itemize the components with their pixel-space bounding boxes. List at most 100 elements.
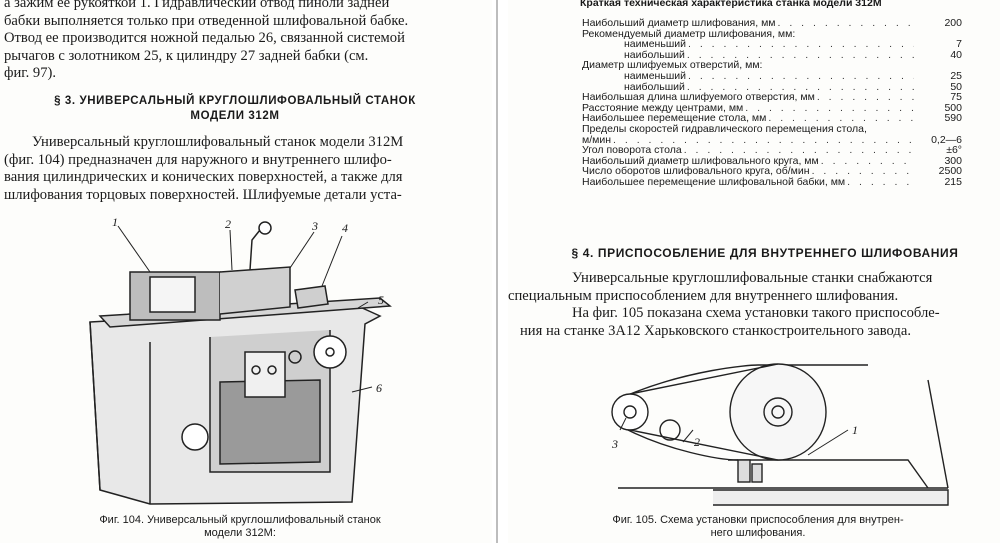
- leader-dots: . . . . . . . . . . . . . . . . . . . . …: [686, 49, 914, 61]
- intro-paragraph: а зажим ее рукояткой 1. Гидравлический о…: [4, 0, 464, 83]
- spec-row: наибольший. . . . . . . . . . . . . . . …: [582, 82, 972, 93]
- spec-label: Угол поворота стола: [582, 145, 682, 156]
- spec-row: м/мин. . . . . . . . . . . . . . . . . .…: [582, 135, 972, 146]
- spec-value: 7: [956, 39, 962, 50]
- spec-value: 300: [944, 155, 962, 167]
- spec-label: Расстояние между центрами, мм: [582, 102, 744, 114]
- body-paragraph-right: Универсальные круглошлифовальные станки …: [508, 270, 998, 340]
- spec-value: 200: [944, 18, 962, 29]
- attachment-scheme: 1 2 3: [611, 363, 949, 506]
- machine-illustration: 1 2 3 4 5 6: [89, 215, 392, 505]
- figure-caption: Фиг. 104. Универсальный круглошлифовальн…: [30, 514, 450, 540]
- spec-label: Наибольшее перемещение шлифовальной бабк…: [582, 176, 846, 188]
- spec-label: наибольший: [624, 81, 685, 93]
- spec-label: наименьший: [624, 39, 686, 50]
- spec-row: Пределы скоростей гидравлического переме…: [582, 124, 972, 135]
- spec-value: 500: [944, 102, 962, 114]
- body-line: ния на станке 3А12 Харьковского станкост…: [520, 322, 911, 339]
- spec-label: м/мин: [582, 134, 612, 146]
- leader-dots: . . . . . . . . . . . . . . . . . . . . …: [745, 102, 914, 114]
- figure-label: 6: [376, 381, 382, 395]
- figure-caption-105: Фиг. 105. Схема установки приспособления…: [538, 514, 978, 540]
- body-line: специальным приспособлением для внутренн…: [508, 287, 899, 304]
- body-line: Универсальный круглошлифовальный станок …: [32, 134, 404, 150]
- caption-line: Фиг. 105. Схема установки приспособления…: [612, 514, 904, 526]
- spec-row: наименьший. . . . . . . . . . . . . . . …: [582, 39, 972, 50]
- intro-line: рычагов с золотником 25, к цилиндру 27 з…: [4, 47, 369, 64]
- spec-row: Угол поворота стола. . . . . . . . . . .…: [582, 145, 972, 156]
- figure-label: 3: [611, 437, 618, 451]
- leader-dots: . . . . . . . . . . . . . . . . . . . . …: [768, 113, 914, 124]
- spec-row: Рекомендуемый диаметр шлифования, мм:. .…: [582, 29, 972, 40]
- spec-value: 40: [950, 49, 962, 61]
- figure-label: 5: [378, 293, 384, 307]
- spec-row: Число оборотов шлифовального круга, об/м…: [582, 166, 972, 177]
- leader-dots: . . . . . . . . . . . . . . . . . . . . …: [816, 92, 914, 103]
- spec-value: ±6°: [946, 145, 962, 156]
- spec-value: 590: [944, 113, 962, 124]
- spec-value: 215: [944, 176, 962, 188]
- spec-row: Диаметр шлифуемых отверстий, мм:. . . . …: [582, 60, 972, 71]
- spec-label: наибольший: [624, 49, 685, 61]
- leader-dots: . . . . . . . . . . . . . . . . . . . . …: [688, 70, 914, 82]
- spec-label: Наибольшая длина шлифуемого отверстия, м…: [582, 92, 815, 103]
- intro-line: фиг. 97).: [4, 65, 57, 82]
- body-line: (фиг. 104) предназначен для наружного и …: [4, 151, 392, 168]
- spec-value: [914, 29, 972, 40]
- figure-label: 1: [112, 215, 118, 229]
- right-page: Краткая техническая характеристика станк…: [508, 0, 1000, 543]
- body-paragraph: Универсальный круглошлифовальный станок …: [4, 134, 464, 204]
- spec-label: Число оборотов шлифовального круга, об/м…: [582, 166, 810, 177]
- spec-value: 0,2—6: [931, 134, 962, 146]
- intro-line: бабки выполняется только при отведенной …: [4, 12, 409, 29]
- spec-label: Наибольшее перемещение стола, мм: [582, 113, 767, 124]
- body-line: Универсальные круглошлифовальные станки …: [572, 270, 933, 286]
- spec-value: 50: [950, 81, 962, 93]
- figure-label: 2: [225, 217, 231, 231]
- page-divider: [496, 0, 498, 543]
- leader-dots: . . . . . . . . . . . . . . . . . . . . …: [613, 134, 914, 146]
- spec-row: Наибольшее перемещение стола, мм. . . . …: [582, 113, 972, 124]
- caption-line: модели 312М:: [204, 527, 276, 539]
- leader-dots: . . . . . . . . . . . . . . . . . . . . …: [820, 155, 914, 167]
- spec-label: Пределы скоростей гидравлического переме…: [582, 123, 867, 135]
- spec-label: Наибольший диаметр шлифовального круга, …: [582, 155, 819, 167]
- leader-dots: . . . . . . . . . . . . . . . . . . . . …: [847, 176, 914, 188]
- spec-row: Наибольший диаметр шлифования, мм. . . .…: [582, 18, 972, 29]
- spec-label: наименьший: [624, 70, 686, 82]
- spec-value: [914, 60, 972, 71]
- intro-line: а зажим ее рукояткой 1. Гидравлический о…: [4, 0, 390, 11]
- spec-row: наибольший. . . . . . . . . . . . . . . …: [582, 50, 972, 61]
- leader-dots: . . . . . . . . . . . . . . . . . . . . …: [686, 81, 914, 93]
- figure-label: 2: [694, 435, 700, 449]
- section-heading-4: § 4. ПРИСПОСОБЛЕНИЕ ДЛЯ ВНУТРЕННЕГО ШЛИФ…: [571, 246, 959, 260]
- spec-row: наименьший. . . . . . . . . . . . . . . …: [582, 71, 972, 82]
- caption-line: него шлифования.: [710, 527, 806, 539]
- spec-value: [914, 124, 972, 135]
- spec-value: 25: [950, 70, 962, 82]
- spec-label: Наибольший диаметр шлифования, мм: [582, 18, 776, 29]
- intro-line: Отвод ее производится ножной педалью 26,…: [4, 30, 405, 47]
- leader-dots: . . . . . . . . . . . . . . . . . . . . …: [688, 39, 914, 50]
- spec-row: Наибольшее перемещение шлифовальной бабк…: [582, 177, 972, 188]
- spec-row: Наибольший диаметр шлифовального круга, …: [582, 156, 972, 167]
- body-line: шлифования торцовых поверхностей. Шлифуе…: [4, 186, 402, 203]
- figure-label: 1: [852, 423, 858, 437]
- spec-row: Наибольшая длина шлифуемого отверстия, м…: [582, 92, 972, 103]
- spec-table-title: Краткая техническая характеристика станк…: [580, 0, 882, 9]
- heading-line: МОДЕЛИ 312М: [190, 110, 280, 122]
- caption-line: Фиг. 104. Универсальный круглошлифовальн…: [99, 514, 381, 526]
- body-line: вания цилиндрических и конических поверх…: [4, 169, 403, 186]
- spec-label: Диаметр шлифуемых отверстий, мм:: [582, 60, 763, 71]
- spec-value: 75: [950, 92, 962, 103]
- heading-line: § 3. УНИВЕРСАЛЬНЫЙ КРУГЛОШЛИФОВАЛЬНЫЙ СТ…: [54, 95, 416, 107]
- leader-dots: . . . . . . . . . . . . . . . . . . . . …: [777, 18, 914, 29]
- leader-dots: . . . . . . . . . . . . . . . . . . . . …: [683, 145, 914, 156]
- figure-label: 3: [311, 219, 318, 233]
- left-page: а зажим ее рукояткой 1. Гидравлический о…: [0, 0, 492, 543]
- leader-dots: . . . . . . . . . . . . . . . . . . . . …: [811, 166, 914, 177]
- spec-row: Расстояние между центрами, мм. . . . . .…: [582, 103, 972, 114]
- spec-label: Рекомендуемый диаметр шлифования, мм:: [582, 28, 796, 40]
- figure-label: 4: [342, 221, 348, 235]
- body-line: На фиг. 105 показана схема установки так…: [572, 305, 940, 322]
